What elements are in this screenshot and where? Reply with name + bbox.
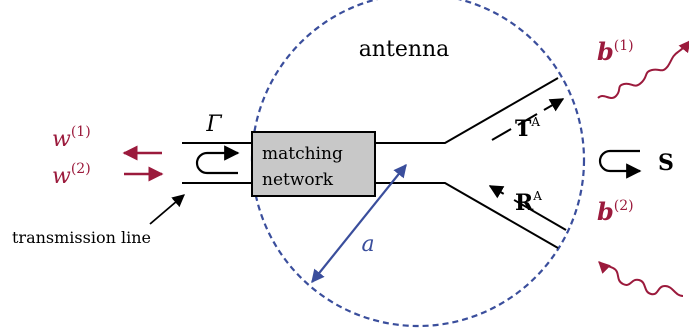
w1-label: w(1) — [52, 124, 91, 152]
scattering-label: S — [658, 150, 674, 176]
w2-label: w(2) — [52, 161, 91, 189]
receive-arrow — [488, 185, 567, 231]
gamma-label: Γ — [205, 112, 222, 137]
matching-label-line2: network — [262, 170, 334, 190]
horn-upper-wall — [375, 77, 559, 144]
b1-label: b(1) — [597, 37, 634, 66]
outgoing-wave — [597, 40, 689, 99]
transmission-line-pointer — [149, 194, 185, 225]
reflection-arrow — [195, 145, 240, 175]
scattering-arrow — [598, 149, 640, 171]
b2-label: b(2) — [597, 197, 634, 226]
matching-label-line1: matching — [262, 144, 343, 164]
radius-arrow — [311, 163, 407, 284]
radius-label: a — [361, 232, 374, 257]
transmit-label: TA — [515, 115, 540, 142]
transmit-arrow — [491, 98, 565, 141]
incoming-wave-path — [598, 261, 684, 297]
receive-label: RA — [515, 189, 542, 216]
transmission-line-label: transmission line — [12, 228, 151, 247]
antenna-label: antenna — [359, 37, 450, 62]
